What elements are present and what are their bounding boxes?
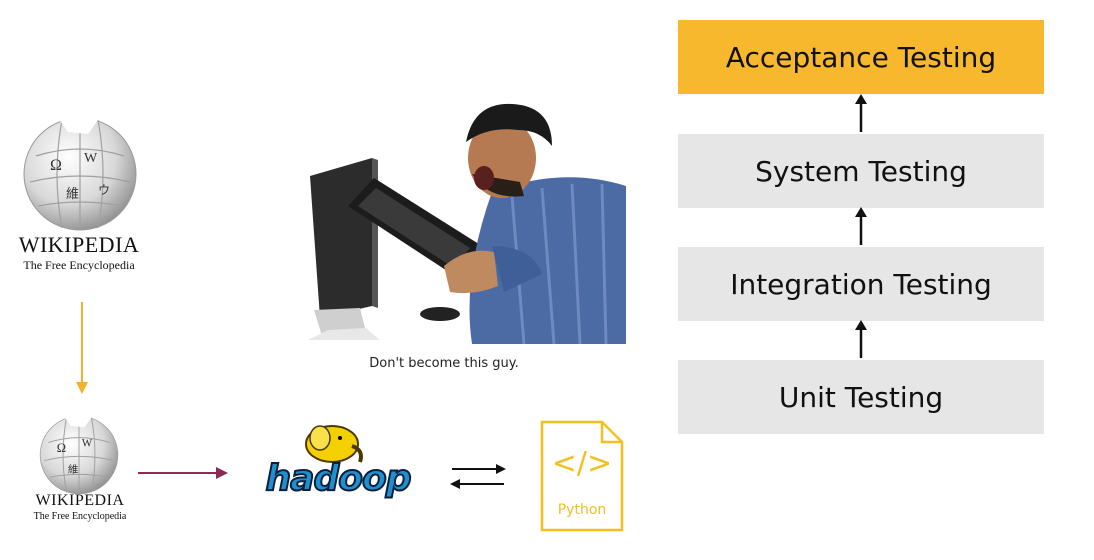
svg-text:Ω: Ω — [50, 157, 62, 174]
up-arrow-icon — [855, 207, 867, 245]
right-arrow-icon — [138, 467, 228, 479]
svg-text:維: 維 — [68, 463, 78, 476]
svg-text:Ω: Ω — [57, 441, 66, 455]
python-file-icon — [540, 420, 624, 532]
angry-user-photo — [262, 96, 626, 344]
svg-text:ウ: ウ — [98, 183, 110, 197]
wikipedia-wordmark-small: WIKIPEDIA — [35, 492, 125, 509]
exchange-arrows-icon — [450, 464, 506, 489]
svg-text:維: 維 — [66, 187, 79, 202]
wikipedia-globe-small-icon: Ω W 維 — [39, 413, 119, 495]
system-testing-box: System Testing — [678, 134, 1044, 208]
photo-caption: Don't become this guy. — [369, 356, 519, 371]
python-file-label: Python — [557, 502, 607, 518]
down-arrow-icon — [76, 302, 88, 394]
integration-testing-box: Integration Testing — [678, 247, 1044, 321]
system-testing-label: System Testing — [755, 154, 967, 188]
wikipedia-tagline: The Free Encyclopedia — [23, 258, 135, 272]
svg-text:W: W — [84, 151, 98, 166]
wikipedia-wordmark: WIKIPEDIA — [18, 232, 140, 257]
hadoop-logo: hadoop — [258, 420, 418, 500]
acceptance-testing-label: Acceptance Testing — [725, 40, 997, 74]
hadoop-elephant-icon — [305, 425, 363, 463]
angry-user-illustration — [308, 103, 626, 344]
wikipedia-globe-icon: Ω W 維 ウ — [23, 114, 137, 231]
svg-text:W: W — [82, 438, 93, 450]
unit-testing-label: Unit Testing — [778, 380, 944, 414]
integration-testing-label: Integration Testing — [730, 267, 992, 301]
acceptance-testing-box: Acceptance Testing — [678, 20, 1044, 94]
up-arrow-icon — [855, 94, 867, 132]
up-arrow-icon — [855, 320, 867, 358]
unit-testing-box: Unit Testing — [678, 360, 1044, 434]
hadoop-wordmark: hadoop — [265, 457, 413, 500]
code-symbol: </> — [551, 446, 613, 481]
wikipedia-tagline-small: The Free Encyclopedia — [33, 511, 127, 522]
